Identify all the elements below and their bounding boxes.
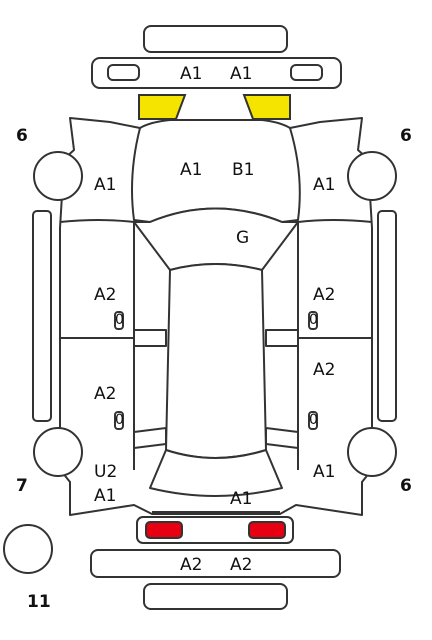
rear-bumper-code-right: A2	[230, 555, 253, 575]
panel-number-rear-left: 7	[16, 476, 28, 496]
front-bumper-code-right: A1	[230, 64, 253, 84]
rear-right-handle[interactable]	[308, 411, 318, 430]
headlight-right[interactable]	[242, 94, 291, 120]
front-door-right-code: A2	[313, 285, 336, 305]
left-side-sill[interactable]	[32, 210, 52, 422]
right-b-pillar[interactable]	[265, 329, 299, 347]
front-door-left-code: A2	[94, 285, 117, 305]
wheel-front-left[interactable]	[33, 151, 83, 201]
front-fender-left-code: A1	[94, 175, 117, 195]
hood-code-left: A1	[180, 160, 203, 180]
front-fender-right-code: A1	[313, 175, 336, 195]
wheel-rear-left[interactable]	[33, 427, 83, 477]
left-c-pillar[interactable]	[133, 427, 167, 449]
front-top-bar[interactable]	[143, 25, 288, 53]
rear-door-left-code: A2	[94, 384, 117, 404]
rear-handle-left-code: 0	[115, 412, 124, 428]
front-fender-right-panel[interactable]	[297, 219, 373, 223]
panel-number-rear-right: 6	[400, 476, 412, 496]
wheel-front-right[interactable]	[347, 151, 397, 201]
roof-panel[interactable]	[165, 263, 267, 459]
panel-number-front-left: 6	[16, 126, 28, 146]
rear-left-handle[interactable]	[114, 411, 124, 430]
rear-quarter-left-top-code: U2	[94, 462, 118, 482]
rear-quarter-left-bottom-code: A1	[94, 486, 117, 506]
right-side-sill[interactable]	[377, 210, 397, 422]
front-left-handle[interactable]	[114, 311, 124, 330]
rear-handle-right-code: 0	[309, 412, 318, 428]
front-bumper-left-lamp[interactable]	[107, 64, 140, 81]
front-fender-left-panel[interactable]	[59, 219, 135, 223]
headlight-left[interactable]	[138, 94, 187, 120]
roof-code: G	[236, 228, 250, 248]
panel-number-spare: 11	[27, 592, 51, 612]
front-bumper[interactable]	[91, 57, 342, 89]
spare-wheel[interactable]	[3, 524, 53, 574]
taillight-right[interactable]	[248, 521, 286, 539]
front-bumper-right-lamp[interactable]	[290, 64, 323, 81]
rear-bumper[interactable]	[90, 549, 341, 578]
front-bumper-code-left: A1	[180, 64, 203, 84]
rear-bumper-code-left: A2	[180, 555, 203, 575]
hood-code-right: B1	[232, 160, 255, 180]
taillight-left[interactable]	[145, 521, 183, 539]
rear-window[interactable]	[149, 449, 283, 497]
front-right-handle[interactable]	[308, 311, 318, 330]
rear-door-right-code: A2	[313, 360, 336, 380]
wheel-rear-right[interactable]	[347, 427, 397, 477]
rear-bottom-bar[interactable]	[143, 583, 288, 610]
right-c-pillar[interactable]	[265, 427, 299, 449]
rear-quarter-right-code: A1	[313, 462, 336, 482]
trunk-code: A1	[230, 489, 253, 509]
front-handle-right-code: 0	[309, 312, 318, 328]
front-handle-left-code: 0	[115, 312, 124, 328]
left-b-pillar[interactable]	[133, 329, 167, 347]
panel-number-front-right: 6	[400, 126, 412, 146]
